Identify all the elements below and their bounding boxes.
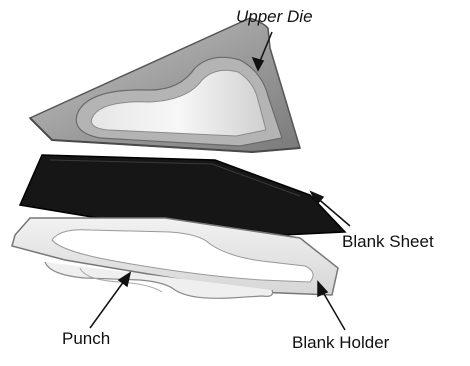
upper-die-label: Upper Die <box>236 7 313 27</box>
punch-arrow <box>90 277 127 328</box>
punch-label: Punch <box>62 329 110 349</box>
upper-die-part <box>30 18 300 152</box>
blank-holder-label: Blank Holder <box>292 333 389 353</box>
blank-sheet-label: Blank Sheet <box>342 232 434 252</box>
